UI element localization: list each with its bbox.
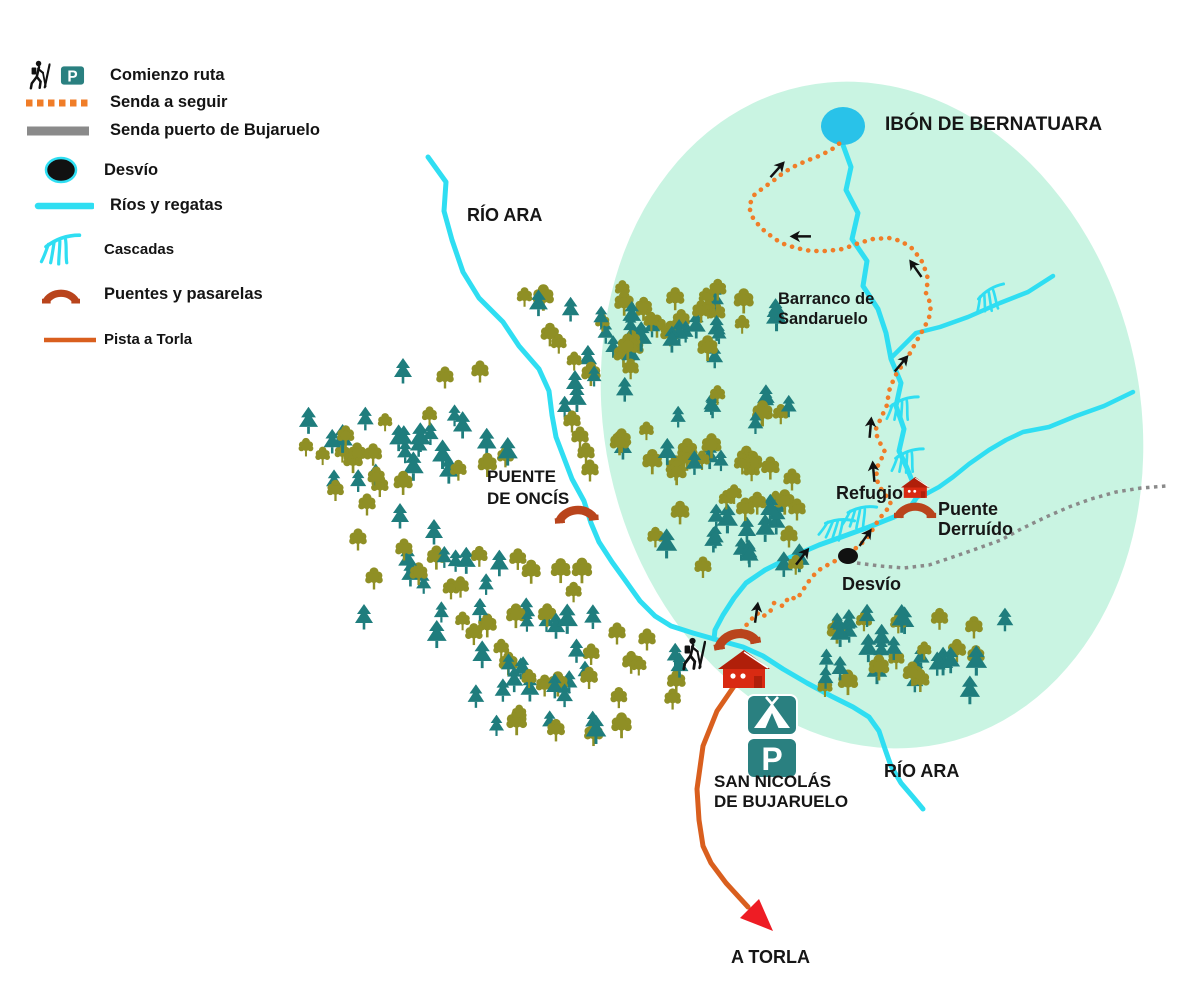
round-tree [365, 567, 383, 590]
round-tree [349, 528, 367, 551]
pine-tree [472, 640, 492, 669]
legend-item-desvio: Desvío [18, 153, 158, 187]
hiker-icon [29, 60, 51, 90]
tributary-e [914, 389, 1136, 500]
pine-tree [391, 503, 409, 529]
round-tree [565, 581, 582, 603]
legend-item-comienzo-ruta: Comienzo ruta [18, 60, 225, 90]
legend-label: Comienzo ruta [110, 65, 225, 84]
pine-tree [489, 549, 509, 577]
feature-layer [554, 156, 1010, 931]
pine-tree [355, 604, 373, 630]
label-ibon-de-bernatuara: IBÓN DE BERNATUARA [885, 114, 1103, 135]
legend-label: Senda puerto de Bujaruelo [110, 121, 320, 139]
label-puente-oncis-line2: DE ONCÍS [487, 489, 570, 508]
desvio-dot [838, 548, 858, 564]
round-tree [550, 558, 571, 584]
pine-tree [394, 358, 412, 384]
label-san-nicolas-line1: SAN NICOLÁS [714, 772, 832, 791]
pine-tree [433, 601, 449, 623]
round-tree [455, 611, 471, 631]
round-tree [571, 557, 593, 584]
label-refugio: Refugio [836, 483, 903, 503]
legend-item-puentes: Puentes y pasarelas [18, 284, 263, 304]
river-icon [18, 200, 110, 212]
label-rio-ara-top: RÍO ARA [467, 205, 543, 225]
base-layer [425, 81, 1167, 910]
pine-tree [567, 638, 586, 663]
waterfall-icon [18, 231, 104, 267]
label-barranco-line1: Barranco de [778, 290, 875, 308]
pista-torla-path [694, 676, 751, 910]
round-tree [611, 712, 632, 739]
legend-label: Desvío [104, 160, 159, 179]
round-tree [638, 628, 656, 651]
comienzo-ruta-icons [18, 60, 110, 90]
tributary-ne [888, 273, 1056, 361]
pista-line-icon [18, 335, 104, 345]
round-tree [610, 686, 628, 709]
label-a-torla: A TORLA [731, 947, 810, 967]
round-tree [358, 493, 376, 516]
pine-tree [467, 684, 485, 708]
desvio-dot-icon [18, 153, 104, 187]
label-puente-derruido-line2: Derruído [938, 519, 1014, 539]
pine-tree [298, 406, 319, 434]
study-area-ellipse [600, 81, 1144, 749]
legend-label: Cascadas [104, 240, 175, 258]
pine-tree [478, 573, 494, 595]
legend-item-pista: Pista a Torla [18, 331, 192, 348]
lake-ibon [821, 107, 865, 145]
label-san-nicolas-line2: DE BUJARUELO [714, 792, 849, 811]
round-tree [298, 437, 314, 457]
pine-tree [584, 604, 602, 629]
legend-label: Pista a Torla [104, 331, 193, 348]
legend-item-cascadas: Cascadas [18, 231, 174, 267]
legend-label: Ríos y regatas [110, 196, 223, 214]
round-tree [393, 470, 413, 495]
senda-puerto-path [856, 484, 1167, 570]
rio-ara-upper [425, 154, 717, 642]
pista-arrowhead [740, 899, 773, 931]
pine-tree [425, 519, 443, 545]
legend-item-senda-a-seguir: Senda a seguir [18, 93, 227, 112]
label-puente-derruido-line1: Puente [938, 499, 999, 519]
sign-camping [746, 694, 798, 736]
gray-trail-icon [18, 125, 110, 137]
round-tree [664, 688, 682, 710]
round-tree [377, 413, 393, 432]
pine-tree [476, 427, 497, 456]
legend-item-senda-puerto: Senda puerto de Bujaruelo [18, 121, 320, 140]
label-rio-ara-bottom: RÍO ARA [884, 761, 960, 781]
pine-tree [426, 619, 447, 649]
senda-trail [738, 140, 934, 634]
rio-main-lower [711, 636, 926, 812]
dotted-trail-icon [18, 97, 110, 109]
legend-label: Puentes y pasarelas [104, 284, 263, 303]
label-puente-oncis-line1: PUENTE [487, 467, 556, 486]
round-tree [516, 287, 533, 307]
round-tree [581, 361, 601, 387]
pine-tree [561, 296, 580, 322]
round-tree [315, 446, 331, 466]
round-tree [471, 360, 489, 383]
bridge-icon [18, 284, 104, 304]
legend-label: Senda a seguir [110, 93, 228, 111]
round-tree [421, 406, 438, 426]
round-tree [608, 622, 626, 645]
legend-item-rios: Ríos y regatas [18, 196, 223, 215]
round-tree [581, 459, 599, 482]
round-tree [364, 443, 383, 466]
label-barranco-line2: Sandaruelo [778, 310, 868, 328]
pine-tree [356, 406, 374, 431]
round-tree [566, 351, 582, 371]
round-tree [436, 366, 454, 389]
label-desvio: Desvío [842, 574, 902, 594]
parking-icon [60, 64, 85, 86]
pine-tree [488, 714, 505, 736]
